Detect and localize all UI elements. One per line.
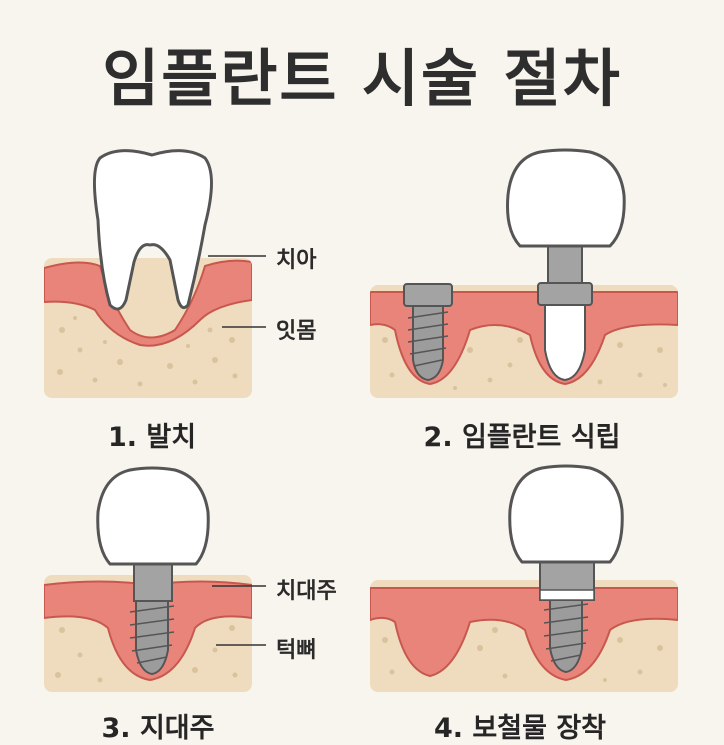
bone-speckles: [382, 337, 667, 390]
implant-head: [403, 283, 453, 307]
label-abutment: 치대주: [276, 579, 337, 604]
implant-fixture: [135, 599, 169, 676]
abutment-collar: [537, 282, 593, 306]
panel-4-crown-placement: [370, 464, 678, 692]
abutment: [133, 562, 173, 602]
abutment-band: [539, 589, 595, 601]
label-jawbone: 턱뼈: [276, 638, 317, 663]
gum: [370, 291, 678, 386]
label-gum: 잇몸: [276, 319, 317, 344]
caption-step-4: 4. 보철물 장착: [433, 713, 607, 744]
gum: [370, 587, 678, 682]
procedure-diagram: [44, 148, 678, 692]
panel-2-implant-placement: [370, 148, 678, 398]
crown: [508, 464, 624, 564]
bone-speckles: [55, 625, 238, 683]
tooth: [92, 149, 213, 311]
caption-step-2: 2. 임플란트 식립: [423, 422, 621, 453]
panel-1-extraction: [44, 149, 266, 398]
implant-fixture: [549, 597, 583, 674]
caption-step-3: 3. 지대주: [101, 713, 215, 744]
label-tooth: 치아: [276, 248, 317, 273]
caption-step-1: 1. 발치: [107, 422, 197, 453]
bone-speckles: [57, 316, 238, 387]
crown: [506, 148, 626, 248]
panel-3-abutment: [44, 466, 266, 692]
page-title: 임플란트 시술 절차: [102, 42, 622, 115]
bone-speckles: [382, 627, 663, 682]
crown: [96, 466, 210, 566]
implant-socket: [544, 304, 586, 382]
abutment: [547, 244, 583, 286]
